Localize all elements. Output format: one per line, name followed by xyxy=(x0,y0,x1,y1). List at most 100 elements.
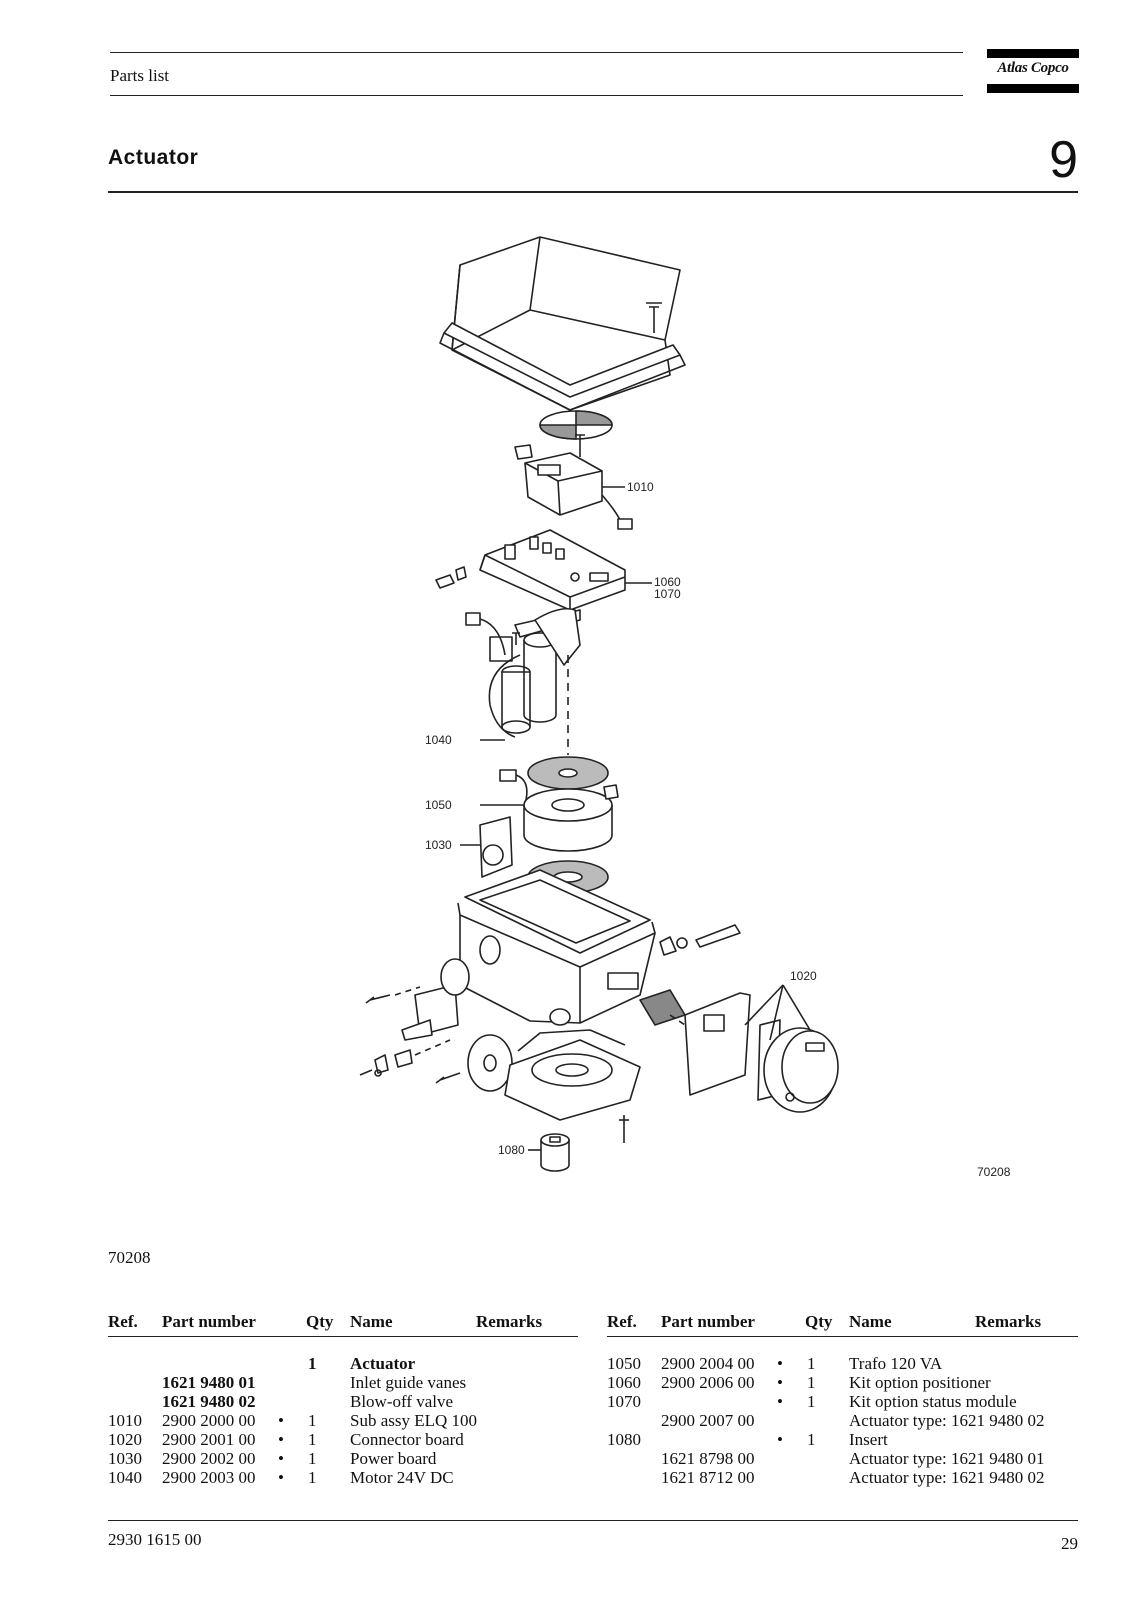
callout-1020: 1020 xyxy=(790,969,817,983)
cell-qty: 1 xyxy=(807,1430,816,1449)
cell-qty: 1 xyxy=(308,1354,317,1373)
cell-name: Sub assy ELQ 100 xyxy=(350,1411,478,1430)
callout-1030: 1030 xyxy=(425,838,452,852)
table-row: 1010 2900 2000 00 • 1 Sub assy ELQ 100 xyxy=(108,1411,578,1430)
cell-qty: 1 xyxy=(308,1449,317,1468)
table-row: 1060 2900 2006 00 • 1 Kit option positioner xyxy=(607,1373,1078,1392)
table-row: 1020 2900 2001 00 • 1 Connector board xyxy=(108,1430,578,1449)
footer-rule xyxy=(108,1520,1078,1521)
cell-ref: 1010 xyxy=(108,1411,142,1430)
motor-assembly xyxy=(465,607,581,741)
table-header-rule xyxy=(607,1336,1078,1337)
cell-qty: 1 xyxy=(308,1468,317,1487)
cell-dot: • xyxy=(278,1449,284,1468)
cell-name: Actuator xyxy=(350,1354,416,1373)
cell-ref: 1050 xyxy=(607,1354,641,1373)
hand-wheel xyxy=(435,1034,513,1092)
header-part-number: Part number xyxy=(162,1312,256,1331)
cell-ref: 1070 xyxy=(607,1392,641,1411)
callout-1070: 1070 xyxy=(654,587,681,601)
cell-part: 2900 2001 00 xyxy=(162,1430,256,1449)
sub-assy-elq xyxy=(514,434,633,530)
callout-1060: 1060 xyxy=(654,575,681,589)
ribbon-cable xyxy=(639,989,686,1026)
cell-part: 2900 2007 00 xyxy=(661,1411,755,1430)
callout-1050: 1050 xyxy=(425,798,452,812)
header-ref: Ref. xyxy=(108,1312,138,1331)
cell-qty: 1 xyxy=(807,1354,816,1373)
header-qty: Qty xyxy=(306,1312,334,1331)
cell-part: 2900 2002 00 xyxy=(162,1449,256,1468)
gasket-disc-upper xyxy=(527,756,609,790)
cell-ref: 1030 xyxy=(108,1449,142,1468)
document-number: 2930 1615 00 xyxy=(108,1530,202,1549)
header-name: Name xyxy=(350,1312,393,1331)
cell-qty: 1 xyxy=(308,1411,317,1430)
cell-name: Inlet guide vanes xyxy=(350,1373,467,1392)
cell-part: 2900 2000 00 xyxy=(162,1411,256,1430)
insert-part xyxy=(528,1133,570,1172)
indicator-disc xyxy=(539,410,613,440)
callout-1040: 1040 xyxy=(425,733,452,747)
page-title: Actuator xyxy=(108,146,199,169)
section-label: Parts list xyxy=(110,66,170,85)
cell-name: Actuator type: 1621 9480 01 xyxy=(849,1449,1045,1468)
cell-qty: 1 xyxy=(807,1392,816,1411)
header-bottom-rule xyxy=(110,95,963,96)
figure-caption: 70208 xyxy=(108,1248,151,1267)
actuator-housing xyxy=(457,869,741,1026)
table-row: 2900 2007 00 Actuator type: 1621 9480 02 xyxy=(607,1411,1078,1430)
cell-qty: 1 xyxy=(807,1373,816,1392)
drawing-number: 70208 xyxy=(977,1165,1011,1179)
side-cover xyxy=(365,958,470,1041)
cell-dot: • xyxy=(278,1468,284,1487)
table-row: 1621 8712 00 Actuator type: 1621 9480 02 xyxy=(607,1468,1078,1487)
connector-board xyxy=(684,984,839,1113)
cell-name: Kit option positioner xyxy=(849,1373,991,1392)
page-number: 29 xyxy=(1061,1534,1078,1553)
exploded-view-drawing: 1010 1060 1070 1040 1050 1030 1020 1080 … xyxy=(359,236,1011,1179)
cell-name: Trafo 120 VA xyxy=(849,1354,943,1373)
cell-ref: 1080 xyxy=(607,1430,641,1449)
atlas-copco-logo: Atlas Copco xyxy=(987,49,1079,93)
header-qty: Qty xyxy=(805,1312,833,1331)
cover-part xyxy=(439,236,686,411)
header-ref: Ref. xyxy=(607,1312,637,1331)
cell-ref: 1060 xyxy=(607,1373,641,1392)
cell-part: 2900 2003 00 xyxy=(162,1468,256,1487)
callout-1080: 1080 xyxy=(498,1143,525,1157)
cell-name: Power board xyxy=(350,1449,437,1468)
callout-1010: 1010 xyxy=(627,480,654,494)
header-part-number: Part number xyxy=(661,1312,755,1331)
cell-name: Insert xyxy=(849,1430,888,1449)
cell-dot: • xyxy=(777,1392,783,1411)
cell-part: 1621 9480 01 xyxy=(162,1373,256,1392)
connector-bracket xyxy=(460,816,513,878)
cell-dot: • xyxy=(278,1411,284,1430)
table-row: 1621 8798 00 Actuator type: 1621 9480 01 xyxy=(607,1449,1078,1468)
cell-dot: • xyxy=(777,1373,783,1392)
cell-name: Actuator type: 1621 9480 02 xyxy=(849,1468,1045,1487)
table-row: 1621 9480 01 Inlet guide vanes xyxy=(108,1373,578,1392)
cell-name: Kit option status module xyxy=(849,1392,1017,1411)
cell-name: Connector board xyxy=(350,1430,464,1449)
cell-name: Motor 24V DC xyxy=(350,1468,454,1487)
table-row: 1080 • 1 Insert xyxy=(607,1430,1078,1449)
cell-name: Blow-off valve xyxy=(350,1392,454,1411)
cell-dot: • xyxy=(777,1430,783,1449)
table-row: 1030 2900 2002 00 • 1 Power board xyxy=(108,1449,578,1468)
cell-ref: 1040 xyxy=(108,1468,142,1487)
table-row: 1070 • 1 Kit option status module xyxy=(607,1392,1078,1411)
cell-dot: • xyxy=(278,1430,284,1449)
cell-part: 1621 8798 00 xyxy=(661,1449,755,1468)
header-top-rule xyxy=(110,52,963,53)
cell-part: 2900 2006 00 xyxy=(661,1373,755,1392)
cell-part: 1621 8712 00 xyxy=(661,1468,755,1487)
chapter-number: 9 xyxy=(1049,131,1078,189)
cell-name: Actuator type: 1621 9480 02 xyxy=(849,1411,1045,1430)
cell-ref: 1020 xyxy=(108,1430,142,1449)
header-name: Name xyxy=(849,1312,892,1331)
cell-qty: 1 xyxy=(308,1430,317,1449)
